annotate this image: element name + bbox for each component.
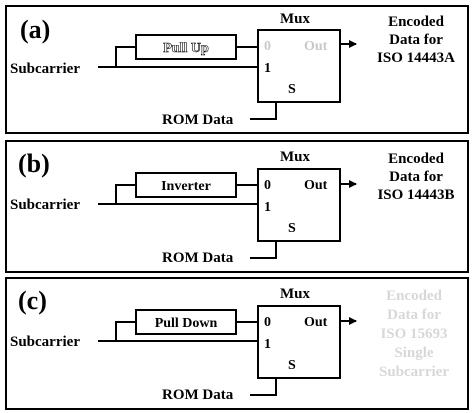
- input-wire-0: [115, 184, 136, 204]
- select-wire: [250, 102, 277, 120]
- output-line-4: Single: [394, 345, 434, 361]
- panel-b: (b) Mux 0 1 Out S Inverter Subcarrier RO…: [5, 140, 469, 273]
- panel-frame: [5, 277, 469, 410]
- output-line-5: Subcarrier: [379, 364, 449, 380]
- mux-port-out: Out: [304, 178, 328, 193]
- select-wire: [250, 378, 277, 396]
- output-line-3: ISO 14443A: [377, 50, 455, 66]
- output-line-1: Encoded: [388, 14, 445, 30]
- output-line-2: Data for: [389, 32, 443, 48]
- input-wire-0: [115, 46, 136, 67]
- panel-c: (c) Mux 0 1 Out S Pull Down Subcarrier R…: [5, 277, 469, 410]
- output-line-2: Data for: [389, 169, 443, 185]
- mux-title: Mux: [280, 286, 311, 302]
- mux-title: Mux: [280, 149, 311, 165]
- mux-port-0: 0: [264, 39, 271, 54]
- mux-port-sel: S: [288, 358, 296, 373]
- output-line-1: Encoded: [386, 288, 443, 304]
- mux-port-out: Out: [304, 39, 328, 54]
- panel-frame: [5, 5, 469, 134]
- input-label: Subcarrier: [10, 61, 80, 77]
- panel-label: (c): [18, 286, 47, 315]
- output-line-2: Data for: [387, 307, 441, 323]
- mux-port-sel: S: [288, 82, 296, 97]
- mux-port-1: 1: [264, 200, 271, 215]
- mux-port-out: Out: [304, 315, 328, 330]
- panel-label: (b): [18, 149, 50, 178]
- inverter-label: Inverter: [161, 179, 211, 194]
- pull-down-label: Pull Down: [155, 316, 218, 331]
- input-label: Subcarrier: [10, 197, 80, 213]
- pull-up-label: Pull Up: [163, 41, 209, 56]
- mux-port-1: 1: [264, 337, 271, 352]
- output-line-3: ISO 14443B: [377, 187, 454, 203]
- output-line-1: Encoded: [388, 151, 445, 167]
- select-label: ROM Data: [162, 387, 234, 403]
- mux-box: [257, 29, 341, 103]
- select-wire: [250, 241, 277, 259]
- select-label: ROM Data: [162, 250, 234, 266]
- input-wire-0: [115, 321, 136, 341]
- mux-port-0: 0: [264, 178, 271, 193]
- mux-port-0: 0: [264, 315, 271, 330]
- output-line-3: ISO 15693: [380, 326, 447, 342]
- input-label: Subcarrier: [10, 334, 80, 350]
- mux-title: Mux: [280, 11, 311, 27]
- panel-frame: [5, 140, 469, 273]
- mux-port-1: 1: [264, 61, 271, 76]
- mux-port-sel: S: [288, 221, 296, 236]
- select-label: ROM Data: [162, 112, 234, 128]
- panel-a: (a) Mux 0 1 Out S Pull Up Subcarrier ROM…: [5, 5, 469, 134]
- panel-label: (a): [20, 15, 50, 44]
